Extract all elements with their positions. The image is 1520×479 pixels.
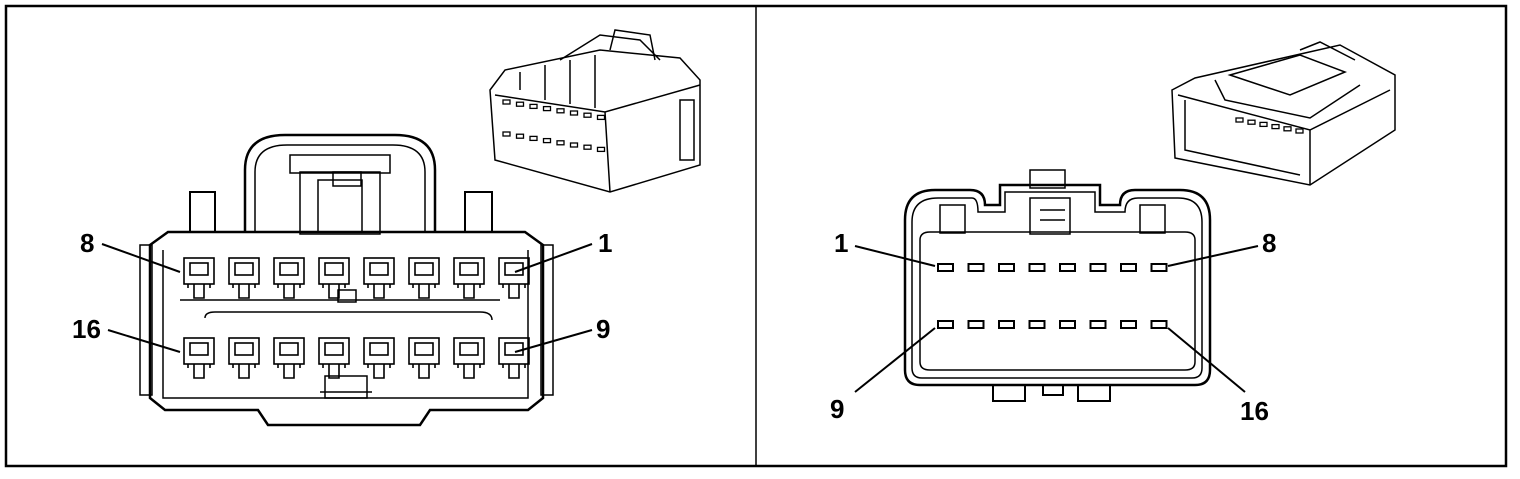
iso-pin bbox=[542, 137, 552, 144]
terminal-cavity bbox=[498, 257, 530, 299]
terminal-cavity bbox=[498, 337, 530, 379]
terminal-pin bbox=[937, 320, 954, 329]
terminal-cavity bbox=[228, 257, 260, 299]
leader-line-left-top-start bbox=[101, 243, 181, 273]
iso-pin bbox=[1283, 126, 1292, 132]
terminal-cavity bbox=[363, 257, 395, 299]
terminal-cavity bbox=[273, 337, 305, 379]
right-label-top-start: 1 bbox=[834, 228, 848, 258]
left-label-bottom-end: 9 bbox=[596, 314, 610, 344]
iso-pin bbox=[569, 110, 579, 116]
iso-pin bbox=[556, 140, 565, 146]
iso-pin bbox=[583, 144, 592, 150]
iso-pin bbox=[583, 112, 592, 118]
right-label-top-end: 8 bbox=[1262, 228, 1276, 258]
terminal-pin bbox=[1150, 320, 1168, 329]
left-label-top-start: 8 bbox=[80, 228, 94, 258]
leader-line-right-top-end bbox=[1167, 245, 1259, 267]
terminal-pin bbox=[1089, 320, 1107, 329]
terminal-pin bbox=[1028, 320, 1046, 329]
leader-line-left-bottom-end bbox=[514, 329, 593, 353]
terminal-cavity bbox=[408, 257, 440, 299]
iso-pin bbox=[556, 108, 565, 114]
right-bottom-row-terminals bbox=[937, 320, 1168, 329]
terminal-cavity bbox=[318, 257, 350, 299]
terminal-pin bbox=[967, 263, 985, 272]
leader-line-left-bottom-start bbox=[107, 329, 181, 353]
terminal-cavity bbox=[453, 257, 485, 299]
terminal-pin bbox=[937, 263, 954, 272]
right-label-bottom-end: 16 bbox=[1240, 396, 1269, 426]
iso-pin bbox=[1295, 128, 1304, 134]
iso-pin bbox=[569, 142, 579, 148]
left-top-row-terminals bbox=[183, 257, 530, 299]
iso-pin bbox=[502, 131, 511, 137]
terminal-cavity bbox=[363, 337, 395, 379]
leader-line-right-bottom-start bbox=[854, 327, 936, 393]
leader-line-left-top-end bbox=[514, 243, 593, 273]
iso-pin bbox=[502, 99, 511, 105]
terminal-pin bbox=[967, 320, 985, 329]
iso-pin bbox=[515, 133, 525, 139]
leader-line-right-bottom-end bbox=[1167, 327, 1246, 393]
terminal-pin bbox=[998, 320, 1015, 329]
terminal-cavity bbox=[228, 337, 260, 379]
terminal-pin bbox=[1059, 263, 1076, 272]
terminal-cavity bbox=[273, 257, 305, 299]
left-bottom-row-terminals bbox=[183, 337, 530, 379]
terminal-pin bbox=[1120, 263, 1137, 272]
iso-pin bbox=[1235, 117, 1244, 123]
terminal-pin bbox=[1089, 263, 1107, 272]
terminal-pin bbox=[1150, 263, 1168, 272]
left-label-bottom-start: 16 bbox=[72, 314, 101, 344]
iso-pin bbox=[529, 103, 538, 110]
right-connector-isometric bbox=[1171, 41, 1396, 186]
terminal-pin bbox=[998, 263, 1015, 272]
terminal-pin bbox=[1028, 263, 1046, 272]
iso-pin bbox=[1259, 121, 1268, 128]
terminal-cavity bbox=[408, 337, 440, 379]
leader-line-right-top-start bbox=[854, 245, 936, 267]
iso-pin bbox=[596, 146, 606, 153]
iso-pin bbox=[542, 105, 552, 112]
terminal-cavity bbox=[183, 257, 215, 299]
iso-pin bbox=[1247, 119, 1256, 125]
iso-pin bbox=[1271, 123, 1280, 130]
terminal-cavity bbox=[453, 337, 485, 379]
iso-pin bbox=[515, 101, 525, 107]
iso-pin bbox=[529, 135, 538, 142]
left-label-top-end: 1 bbox=[598, 228, 612, 258]
terminal-pin bbox=[1120, 320, 1137, 329]
terminal-cavity bbox=[183, 337, 215, 379]
right-label-bottom-start: 9 bbox=[830, 394, 844, 424]
right-top-row-terminals bbox=[937, 263, 1168, 272]
terminal-cavity bbox=[318, 337, 350, 379]
terminal-pin bbox=[1059, 320, 1076, 329]
left-connector-face bbox=[139, 133, 554, 427]
left-connector-isometric bbox=[489, 29, 701, 193]
iso-pin bbox=[596, 114, 606, 121]
right-connector-face bbox=[903, 169, 1212, 402]
